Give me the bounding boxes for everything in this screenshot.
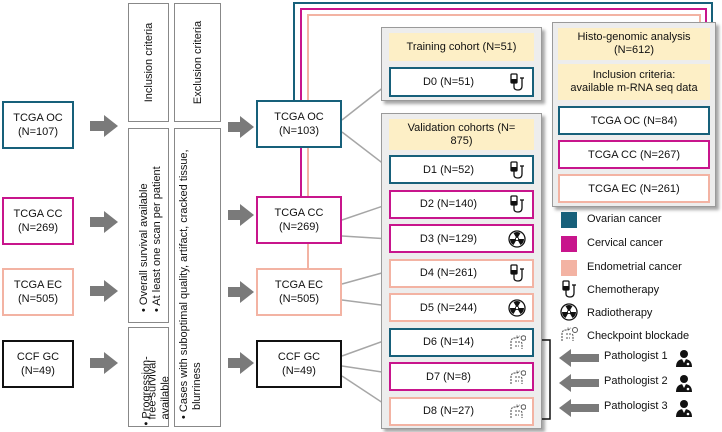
checkpoint-blockade-icon [510,369,526,384]
cohort-d8: D8 (N=27) [389,396,534,426]
inclusion-header: Inclusion criteria [143,22,155,103]
cohort-d3: D3 (N=129) [389,224,534,253]
arrow-oc-2 [228,116,254,138]
doctor-icon [676,375,692,392]
exclusion-box: • Cases with suboptimal quality, artifac… [174,128,221,427]
validation-panel: Validation cohorts (N=875) D1 (N=52) D2 (… [381,113,542,429]
inclusion-header-box: Inclusion criteria [128,3,169,122]
arrow-ec-1 [90,280,118,302]
filtered-ccf-gc: CCF GC(N=49) [256,340,342,388]
filtered-tcga-oc: TCGA OC(N=103) [256,100,342,148]
chemotherapy-icon [510,195,524,213]
radiotherapy-icon [560,303,578,321]
checkpoint-blockade-icon [561,327,578,341]
arrow-gc-2 [228,352,254,374]
exclusion-2: blurriness [191,362,203,410]
legend-chemo: Chemotherapy [587,284,660,296]
doctor-icon [676,400,692,417]
cohort-d4: D4 (N=261) [389,258,534,288]
chemotherapy-icon [562,280,576,298]
inclusion-pfs-2: free survival [146,360,159,420]
pathologist-arrow [559,374,599,392]
histo-tcga-oc: TCGA OC (N=84) [558,106,710,135]
exclusion-header: Exclusion criteria [192,20,204,105]
chemotherapy-icon [510,264,524,282]
cohort-d7: D7 (N=8) [389,362,534,391]
source-tcga-cc: TCGA CC(N=269) [2,197,74,245]
cohort-d1: D1 (N=52) [389,155,534,184]
chemotherapy-icon [510,73,524,91]
doctor-icon [676,350,692,367]
legend-cervical-swatch [561,236,577,252]
checkpoint-blockade-icon [510,404,526,418]
chemotherapy-icon [510,160,524,179]
histo-panel: Histo-genomic analysis(N=612) Inclusion … [552,22,716,207]
source-ccf-gc: CCF GC(N=49) [2,340,74,388]
pathologist-label: Pathologist 1 [604,350,668,362]
checkpoint-blockade-icon [510,335,526,349]
source-tcga-ec: TCGA EC(N=505) [2,268,74,316]
histo-criteria: Inclusion criteria:available m-RNA seq d… [558,64,710,100]
pathologist-label: Pathologist 3 [604,400,668,412]
legend-endometrial-swatch [561,260,577,276]
inclusion-pfs-3: available [159,376,172,420]
histo-header: Histo-genomic analysis(N=612) [558,28,710,60]
pathologist-arrow [559,349,599,367]
arrow-gc-1 [90,352,118,374]
legend-ovarian: Ovarian cancer [587,213,662,225]
cohort-d0: D0 (N=51) [389,67,534,97]
pathologist-label: Pathologist 2 [604,375,668,387]
filtered-tcga-cc: TCGA CC(N=269) [256,196,342,244]
training-header: Training cohort (N=51) [389,33,534,61]
cohort-d2: D2 (N=140) [389,189,534,219]
oc-histo-route [293,2,713,100]
inclusion-survival-2: • At least one scan per patient [151,166,163,312]
arrow-oc-1 [90,115,118,137]
exclusion-header-box: Exclusion criteria [174,3,221,122]
filtered-tcga-ec: TCGA EC(N=505) [256,268,342,316]
inclusion-survival-box: • Overall survival available • At least … [128,128,169,323]
pathologist-arrow [559,399,599,417]
legend-cervical: Cervical cancer [587,237,663,249]
legend-ovarian-swatch [561,212,577,228]
pathologist-bracket [542,339,551,420]
arrow-cc-1 [90,211,118,233]
histo-tcga-cc: TCGA CC (N=267) [558,140,710,169]
histo-tcga-ec: TCGA EC (N=261) [558,174,710,203]
inclusion-survival-1: • Overall survival available [138,183,150,312]
validation-header: Validation cohorts (N=875) [389,119,534,150]
arrow-ec-2 [228,281,254,303]
source-tcga-oc: TCGA OC(N=107) [2,101,74,149]
radiotherapy-icon [508,229,526,248]
legend-endometrial: Endometrial cancer [587,261,682,273]
exclusion-1: • Cases with suboptimal quality, artifac… [178,149,190,419]
legend-checkpoint: Checkpoint blockade [587,330,690,342]
training-panel: Training cohort (N=51) D0 (N=51) [381,27,542,101]
cohort-d6: D6 (N=14) [389,327,534,357]
arrow-cc-2 [228,204,254,226]
inclusion-pfs-box: • Progression- free survival available [128,327,172,427]
legend-radio: Radiotherapy [587,307,653,319]
cohort-d5: D5 (N=244) [389,293,534,322]
radiotherapy-icon [508,298,526,317]
